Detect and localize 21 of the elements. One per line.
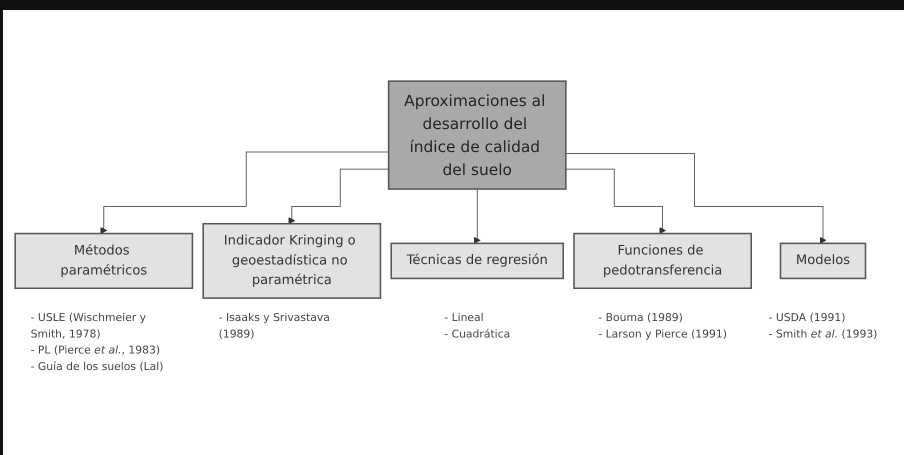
node-box: Indicador Kringing o geoestadística no paramétrica [202,223,381,300]
node-label: - Isaaks y Srivastava (1989) [218,312,330,341]
arrow [564,153,826,244]
node-box: Técnicas de regresión [390,243,564,280]
node-box: Funciones de pedotransferencia [572,233,752,290]
node-label: - PL (Pierce et al., 1983) [30,344,160,358]
node-box: Métodos paramétricos [14,233,193,290]
node-label: - USDA (1991) [768,312,845,325]
node-box: Modelos [779,243,866,280]
arrow [100,152,388,234]
node-label: - Larson y Pierce (1991) [598,328,726,341]
node-label: - Cuadrática [444,328,510,341]
node-label: - Smith et al. (1993) [768,328,877,341]
arrow [564,169,666,234]
arrow [288,169,388,225]
node-label: - USLE (Wischmeier y Smith, 1978) [30,312,146,341]
node-label: - Bouma (1989) [598,312,682,325]
arrow [473,189,480,244]
node-label: - Lineal [444,312,484,325]
node-label: - Guía de los suelos (Lal) [30,360,163,374]
node-box: Aproximaciones al desarrollo del índice de calidad del suelo [387,80,566,190]
